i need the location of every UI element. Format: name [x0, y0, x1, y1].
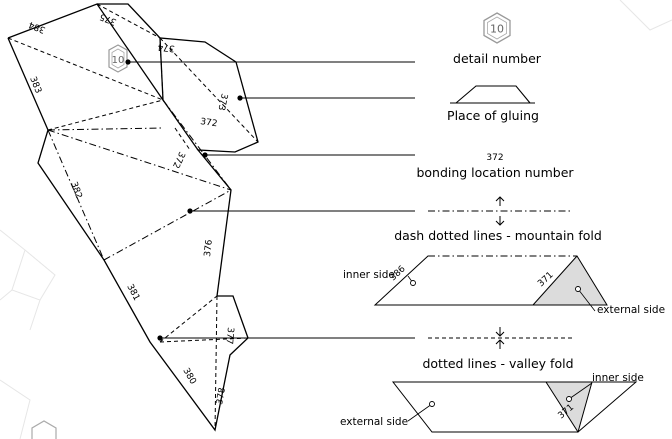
valley-example-glue-area — [546, 382, 592, 432]
edge-label: 383 — [27, 75, 43, 95]
leader-lines — [128, 61, 415, 339]
edge-label: 380 — [180, 367, 197, 387]
gluing-label: Place of gluing — [447, 108, 539, 123]
leader-dot — [237, 95, 243, 101]
leader-dot — [157, 335, 163, 341]
net-outline-notch — [162, 99, 199, 151]
edge-label: 382 — [68, 181, 83, 201]
edge-label: 376 — [203, 239, 215, 257]
valley-fold-arrows — [495, 327, 505, 349]
edge-label: 375 — [98, 11, 118, 27]
mountain-fold-arrows — [495, 196, 505, 226]
net-detail-hexagon: 10 — [108, 44, 128, 73]
valley-example-flap — [545, 381, 638, 433]
external-side-marker — [429, 401, 435, 407]
valley-fold-lines — [7, 3, 259, 431]
edge-label: 373 — [215, 92, 228, 111]
mountain-inner-side-label: inner side — [343, 269, 395, 281]
valley-fold-label: dotted lines - valley fold — [422, 356, 573, 371]
bonding-example-number: 372 — [486, 153, 503, 163]
bonding-label: bonding location number — [416, 165, 574, 180]
gluing-tab-icon — [454, 85, 532, 104]
mountain-external-side-label: external side — [597, 304, 665, 316]
papercraft-net — [7, 3, 259, 432]
edge-label: 384 — [27, 19, 47, 35]
mountain-fold-lines — [47, 99, 232, 261]
corner-hexagon-fragment — [31, 420, 57, 439]
edge-numbers: 384 375 374 373 372 372 383 382 376 381 … — [27, 11, 235, 406]
valley-example: 371 inner side external side — [340, 372, 644, 433]
edge-label: 377 — [224, 327, 235, 345]
net-outline-left — [7, 3, 259, 432]
mountain-example: 386 371 inner side external side — [343, 255, 665, 316]
mountain-example-divider — [532, 255, 578, 306]
valley-external-side-label: external side — [340, 416, 408, 428]
leader-dot — [187, 208, 193, 214]
edge-label: 372 — [170, 150, 186, 170]
leader-dot — [125, 59, 131, 65]
detail-number-icon: 10 — [483, 12, 511, 44]
net-outline-top — [97, 3, 161, 39]
detail-icon-number: 10 — [490, 23, 504, 36]
inner-side-marker — [410, 280, 416, 286]
mountain-fold-label: dash dotted lines - mountain fold — [394, 228, 602, 243]
detail-number-text: 10 — [112, 55, 125, 66]
leader-dots — [125, 59, 243, 341]
mountain-example-glue-area — [533, 256, 607, 305]
edge-label: 378 — [215, 387, 228, 406]
edge-label: 374 — [157, 41, 175, 53]
detail-number-label: detail number — [453, 51, 542, 66]
edge-label: 372 — [200, 117, 218, 129]
valley-inner-side-label: inner side — [592, 372, 644, 384]
external-side-marker — [575, 286, 581, 292]
inner-side-marker — [566, 396, 572, 402]
legend: 10 detail number Place of gluing 372 bon… — [340, 12, 665, 433]
leader-dot — [202, 152, 208, 158]
